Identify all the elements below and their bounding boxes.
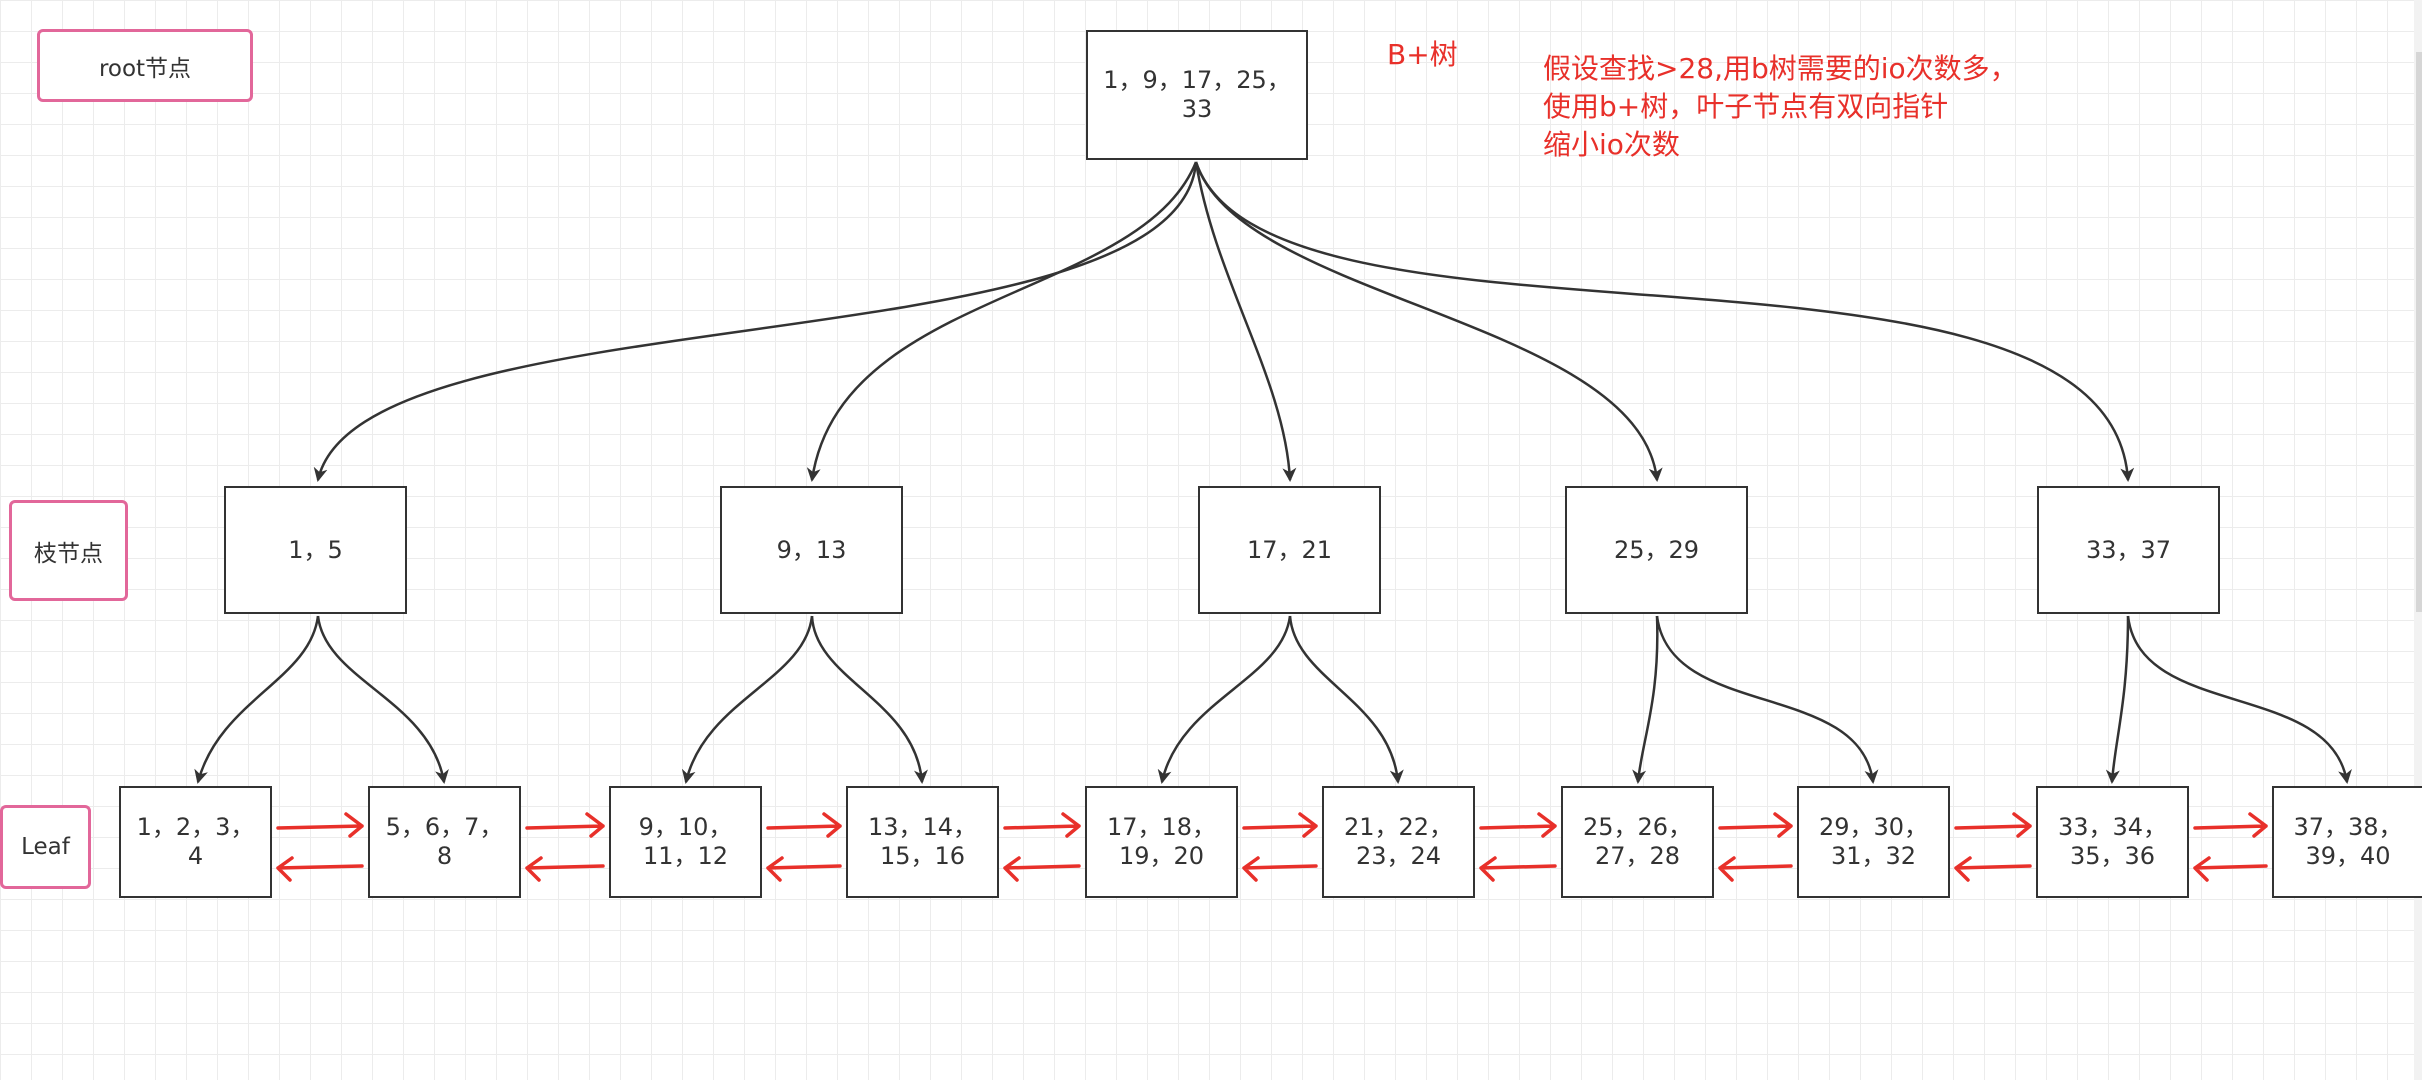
leaf-node: 17，18， 19，20 [1085,786,1238,898]
prev-pointer-arrow [1242,856,1318,882]
tree-edge [1194,161,2135,482]
next-pointer-arrow [525,812,605,838]
leaf-node: 13，14， 15，16 [846,786,999,898]
prev-pointer-arrow [766,856,842,882]
leaf-node: 5，6，7， 8 [368,786,521,898]
prev-pointer-arrow [525,856,605,882]
tree-edge [2105,615,2130,784]
leaf-node: 29，30， 31，32 [1797,786,1950,898]
tree-edge [806,161,1198,482]
tree-edge [1632,615,1659,784]
next-pointer-arrow [276,812,364,838]
next-pointer-arrow [1718,812,1793,838]
next-pointer-arrow [1479,812,1557,838]
leaf-node: 33，34， 35，36 [2036,786,2189,898]
tree-edge [1655,615,1879,784]
leaf-node: 9，10， 11，12 [609,786,762,898]
tree-edge [1288,615,1404,784]
branch-node: 17，21 [1198,486,1381,614]
leaf-node: 21，22， 23，24 [1322,786,1475,898]
next-pointer-arrow [1954,812,2032,838]
leaf-level-tag: Leaf [0,805,91,889]
prev-pointer-arrow [1479,856,1557,882]
tree-edge [316,615,449,784]
root-level-tag: root节点 [37,29,253,102]
branch-node: 1，5 [224,486,407,614]
branch-node: 9，13 [720,486,903,614]
leaf-node: 1，2，3， 4 [119,786,272,898]
prev-pointer-arrow [276,856,364,882]
tree-edge [313,161,1198,482]
annotation-note: 假设查找>28,用b树需要的io次数多， 使用b+树，叶子节点有双向指针 缩小i… [1543,52,2018,161]
leaf-node: 37，38， 39，40 [2272,786,2422,898]
prev-pointer-arrow [1003,856,1081,882]
root-node: 1，9，17，25， 33 [1086,30,1308,160]
next-pointer-arrow [1242,812,1318,838]
next-pointer-arrow [766,812,842,838]
diagram-title: B+树 [1387,38,1458,71]
leaf-pointer-arrows [276,812,2268,882]
tree-edge [2126,615,2352,784]
tree-edge [681,615,814,784]
next-pointer-arrow [1003,812,1081,838]
tree-edges [194,161,2352,784]
tree-edge [810,615,928,784]
next-pointer-arrow [2193,812,2268,838]
tree-edge [1157,615,1292,784]
prev-pointer-arrow [1718,856,1793,882]
tree-edge [1194,161,1663,482]
branch-node: 25，29 [1565,486,1748,614]
prev-pointer-arrow [1954,856,2032,882]
leaf-node: 25，26， 27，28 [1561,786,1714,898]
branch-node: 33，37 [2037,486,2220,614]
tree-edge [1194,161,1297,482]
tree-edge [194,615,320,784]
branch-level-tag: 枝节点 [9,500,128,601]
prev-pointer-arrow [2193,856,2268,882]
scrollbar-thumb[interactable] [2416,52,2422,612]
